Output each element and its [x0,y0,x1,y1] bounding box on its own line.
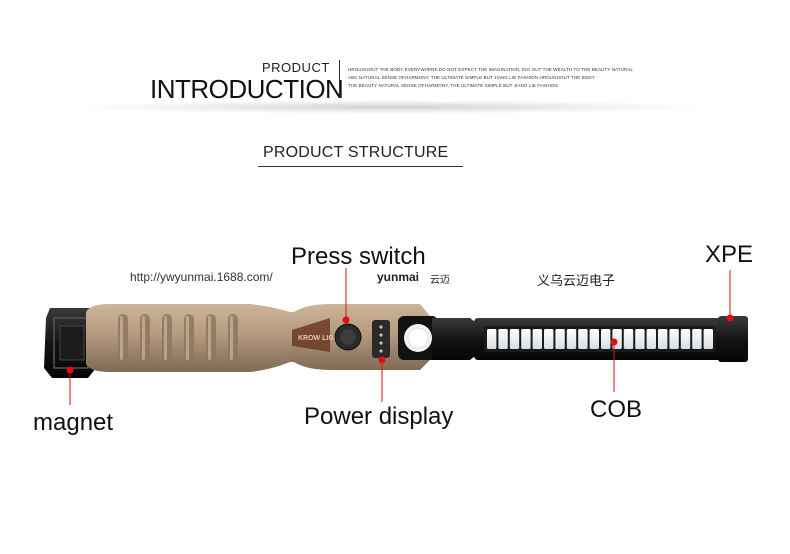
label-power-display: Power display [304,403,454,430]
cob-led-cell [578,329,588,349]
watermark-url: http://ywyunmai.1688.com/ [130,270,273,284]
cob-led-cell [589,329,599,349]
press-switch-button [334,323,362,351]
header-product: PRODUCT [262,60,330,75]
label-cob: COB [590,396,643,423]
cob-led-cell [703,329,713,349]
label-magnet: magnet [33,409,114,436]
cob-led-cell [601,329,611,349]
hinge-joint [398,316,438,360]
cob-led-cell [635,329,645,349]
cob-led-cell [658,329,668,349]
cob-led-cell [487,329,497,349]
cob-led-cell [646,329,656,349]
cob-led-cell [680,329,691,349]
body-logo-text: KROW LIGHT [298,335,344,342]
cob-led-cell [544,329,554,349]
magnet-end-cap [44,308,96,378]
header-introduction: INTRODUCTION [150,74,344,104]
handle-body [86,304,320,372]
label-press-switch: Press switch [291,243,426,270]
cob-led-cell [566,329,577,349]
watermark-brand-cn: 云迈 [430,275,450,286]
watermark-company: 义乌云迈电子 [537,273,616,288]
section-title: PRODUCT STRUCTURE [263,144,449,161]
label-xpe: XPE [705,241,754,268]
cob-led-cell [521,329,531,349]
cob-led-cell [623,329,634,349]
cob-led-cell [509,329,520,349]
watermark-brand: yunmai [377,270,420,284]
section-underline [258,166,463,167]
header-divider [339,60,340,98]
header-tagline-line-3: THE BEAUTY NATURAL SENSE OFHARMONY, THE … [348,83,558,88]
leader-lines [66,268,734,405]
power-display-panel [372,320,390,358]
header-tagline-line-1: HROUGHOUT THE BODY EVERYWHERE DO NOT EXP… [348,67,634,72]
cob-led-strip [487,329,713,349]
cob-led-cell [669,329,679,349]
cob-led-cell [692,329,702,349]
cob-led-cell [498,329,508,349]
header-tagline-line-2: ABC NATURAL SENSE OFHARMONY, THE ULTIMAT… [348,75,595,80]
cob-led-cell [555,329,565,349]
cob-led-cell [532,329,542,349]
header-shadow [70,100,710,114]
